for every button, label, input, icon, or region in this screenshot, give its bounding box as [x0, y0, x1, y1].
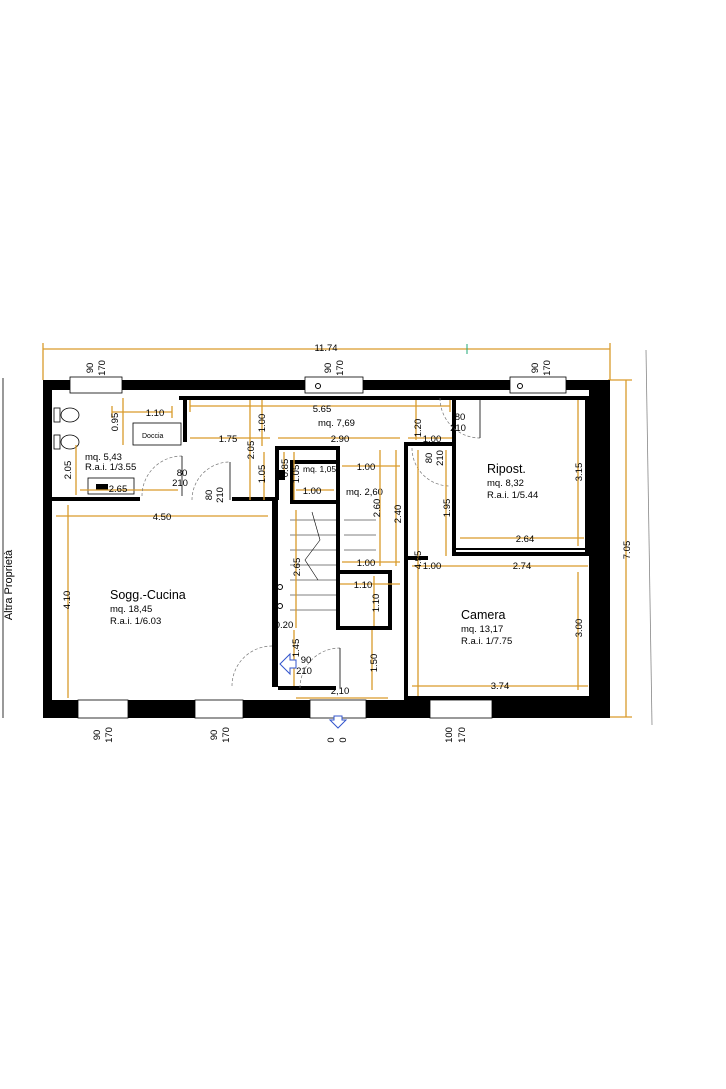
dimension-label: 90	[85, 363, 96, 374]
storage-room: Ripost. mq. 8,32 R.a.i. 1/5.44 3.15 1.95…	[442, 400, 585, 556]
stair-area: mq. 2,60	[346, 487, 383, 498]
dimension-label: 1.00	[357, 462, 376, 473]
bathroom-rai: R.a.i. 1/3.55	[85, 462, 136, 473]
dimension-label: 2.65	[292, 558, 303, 577]
living-kitchen-rai: R.a.i. 1/6.03	[110, 616, 161, 627]
storage-room-name: Ripost.	[487, 462, 526, 476]
dimension-label: 2.90	[331, 434, 350, 445]
boundary-right-line	[645, 349, 653, 726]
dimension-label: 1.05	[257, 465, 268, 484]
entry-arrow-icon	[279, 652, 297, 676]
dimension-label: 2.05	[63, 461, 74, 480]
disimpegno-area: mq. 1,05	[303, 464, 336, 474]
dimension-label: 2.64	[516, 534, 535, 545]
dimension-label: 0.85	[280, 459, 291, 478]
dimension-label: 1.00	[257, 414, 268, 433]
living-kitchen-area: mq. 18,45	[110, 604, 152, 615]
living-kitchen: 4.50 4.10 Sogg.-Cucina mq. 18,45 R.a.i. …	[56, 505, 273, 698]
dimension-label: 1.00	[357, 558, 376, 569]
dimension-label: 170	[97, 360, 108, 376]
dimension-label: 1.05	[291, 465, 302, 484]
dimension-label: 1.75	[219, 434, 238, 445]
bidet-icon	[60, 434, 80, 450]
dimension-label: 90	[323, 363, 334, 374]
dimension-label: 2.05	[246, 441, 257, 460]
bedroom-name: Camera	[461, 608, 506, 622]
shower-tray	[132, 422, 182, 446]
dimension-label: 80	[204, 490, 215, 501]
dimension-label: 100	[444, 727, 455, 743]
dimension-label: Doccia	[142, 433, 164, 440]
dimension-label: 80	[455, 412, 466, 423]
bottom-windows	[59, 699, 493, 729]
dimension-label: 3.00	[574, 619, 585, 638]
dimension-label: 90	[530, 363, 541, 374]
dimension-label: 4.95	[413, 551, 424, 570]
dimension-label: 2.74	[513, 561, 532, 572]
dimension-label: 170	[221, 727, 232, 743]
dimension-label: 170	[457, 727, 468, 743]
dimension-label: 5.65	[313, 404, 332, 415]
dimension-label: 90	[301, 655, 312, 666]
dimension-label: 210	[450, 423, 466, 434]
top-windows	[57, 376, 567, 394]
dimension-label: 1.20	[413, 419, 424, 438]
dimension-label: 2.65	[109, 484, 128, 495]
bedroom-area: mq. 13,17	[461, 624, 503, 635]
dimension-label: 2.60	[372, 499, 383, 518]
dimension-label: 1.00	[423, 561, 442, 572]
disimpegno: 1.05 0.85 mq. 1,05 1.00 1.05	[257, 452, 336, 500]
dimension-label: 170	[104, 727, 115, 743]
dimension-label: 0.20	[275, 620, 294, 631]
dimension-label: 3.74	[491, 681, 510, 692]
dimension-label: 1.45	[291, 639, 302, 658]
dimension-label: 0	[326, 737, 337, 742]
dimension-label: 4.10	[62, 591, 73, 610]
dimension-label: 1.10	[146, 408, 165, 419]
bottom-window-labels: 90 170 90 170 0 0 100 170	[92, 727, 468, 743]
corridor-area: mq. 7,69	[318, 418, 355, 429]
corridor: 5.65 mq. 7,69 1.75 2.05 1.00 2.90 1.20 1…	[189, 397, 481, 503]
bathroom: Doccia 1.10 0.95 2.05 2.65 mq. 5,43 R.a.…	[53, 398, 188, 497]
overall-width-dimension: 11.74	[42, 343, 611, 380]
bathroom-area: mq. 5,43	[85, 452, 122, 463]
overall-depth-dimension: 7.05	[608, 379, 633, 718]
dimension-label: 4.50	[153, 512, 172, 523]
dimension-label: 80	[177, 468, 188, 479]
dimension-label: 90	[209, 730, 220, 741]
dimension-label: 210	[296, 666, 312, 677]
storage-room-area: mq. 8,32	[487, 478, 524, 489]
bedroom: 1.00 2.74 4.95 Camera mq. 13,17 R.a.i. 1…	[412, 450, 588, 696]
toilet-icon	[60, 407, 80, 423]
dimension-label: 3.15	[574, 463, 585, 482]
dimension-label: 90	[92, 730, 103, 741]
living-kitchen-name: Sogg.-Cucina	[110, 588, 186, 602]
overall-depth-label: 7.05	[622, 541, 633, 560]
dimension-label: 1.50	[369, 654, 380, 673]
dimension-label: 210	[215, 487, 226, 503]
dimension-label: 210	[172, 478, 188, 489]
overall-width-label: 11.74	[314, 343, 337, 354]
stairs: 1.00 mq. 2,60 2.60 2.40 1.00 2.65 1.10 1…	[275, 450, 404, 710]
dimension-label: 1.95	[442, 499, 453, 518]
bedroom-rai: R.a.i. 1/7.75	[461, 636, 512, 647]
dimension-label: 80	[424, 453, 435, 464]
dimension-label: 1.10	[371, 594, 382, 613]
dimension-label: 0.95	[110, 413, 121, 432]
dimension-label: 170	[542, 360, 553, 376]
side-label: Altra Proprietà	[3, 549, 15, 620]
dimension-label: 0	[338, 737, 349, 742]
dimension-label: 2.40	[393, 505, 404, 524]
dimension-label: 1.10	[354, 580, 373, 591]
dimension-label: 1.00	[303, 486, 322, 497]
dimension-label: 170	[335, 360, 346, 376]
dimension-label: 210	[435, 450, 446, 466]
dimension-label: 1.00	[423, 434, 442, 445]
storage-room-rai: R.a.i. 1/5.44	[487, 490, 538, 501]
dimension-label: 2,10	[331, 686, 350, 697]
top-window-labels: 90 170 90 170 90 170	[85, 360, 553, 376]
